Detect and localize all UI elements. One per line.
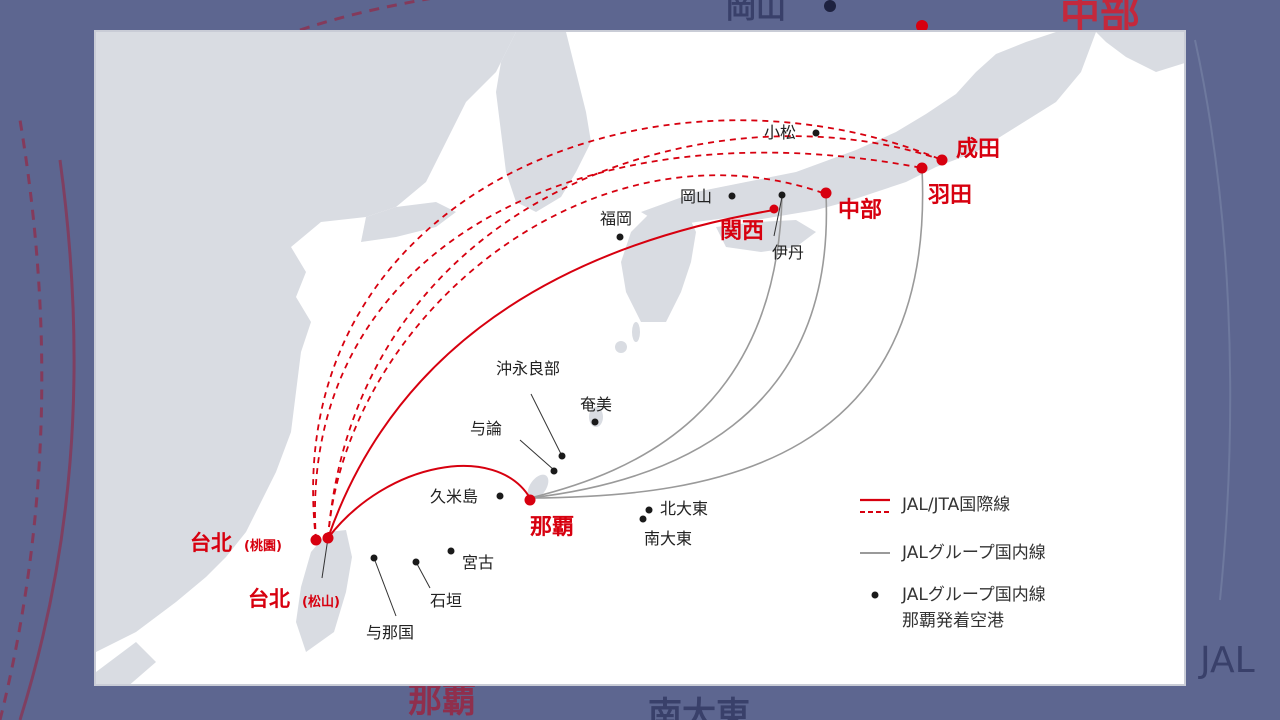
route-taipei-chubu (327, 174, 827, 539)
route-map: 成田 羽田 中部 関西 那覇 台北 (桃園) 台北 (松山) 小松 岡山 福岡 … (96, 32, 1184, 684)
naha-label: 那覇 (530, 515, 574, 540)
legend-dot-swatch (858, 582, 892, 602)
songshan-dot (322, 532, 334, 544)
kumejima-dot (496, 492, 504, 500)
korean-peninsula (496, 32, 591, 212)
okayama-label: 岡山 (680, 187, 712, 206)
naha-dot (524, 494, 536, 506)
leader-lines (321, 196, 783, 617)
kansai-label: 関西 (720, 219, 764, 244)
chubu-label: 中部 (838, 197, 882, 223)
route-taoyuan-narita (312, 119, 943, 541)
legend-naha-airports-label: JALグループ国内線 那覇発着空港 (902, 585, 1046, 631)
international-routes (312, 119, 943, 541)
domestic-routes (529, 167, 924, 499)
komatsu-label: 小松 (764, 123, 796, 142)
komatsu-dot (812, 129, 820, 137)
amami-dot (591, 418, 599, 426)
taoyuan-dot (310, 534, 322, 546)
hokkaido (1096, 32, 1184, 72)
legend-international-label: JAL/JTA国際線 (902, 495, 1011, 515)
kitadaito-label: 北大東 (660, 499, 708, 518)
hainan-coast (96, 642, 156, 684)
amami-label: 奄美 (580, 395, 612, 414)
leader-yonaguni (373, 557, 397, 617)
narita-dot (936, 154, 948, 166)
leader-ishigaki (415, 561, 431, 589)
kitadaito-dot (645, 506, 653, 514)
bg-minamidaito-label: 南大東 (648, 695, 750, 720)
legend-international: JAL/JTA国際線 (858, 492, 1010, 518)
bg-route-solid (18, 159, 76, 720)
bg-okayama-dot (824, 0, 836, 12)
yonaguni-dot (370, 554, 378, 562)
taoyuan-note: (桃園) (244, 538, 282, 554)
route-taipei-kansai (327, 209, 775, 539)
legend-domestic-label: JALグループ国内線 (902, 543, 1046, 563)
yakushima (615, 341, 627, 353)
shandong-peninsula (361, 202, 456, 242)
leader-okinoerabu (530, 393, 563, 457)
fukuoka-dot (616, 233, 624, 241)
bg-brand-text: JAL (1198, 640, 1255, 681)
route-naha-haneda (529, 167, 924, 499)
bg-route-right (1194, 39, 1232, 601)
legend-domestic: JALグループ国内線 (858, 540, 1046, 566)
haneda-label: 羽田 (928, 183, 972, 208)
hub-airports (310, 154, 948, 546)
naha-domestic-airports (370, 129, 820, 566)
route-naha-itami (529, 196, 783, 499)
kyushu (621, 210, 696, 322)
bg-okayama-label: 岡山 (726, 0, 786, 26)
bg-chubu-dot (916, 20, 928, 32)
yoron-dot (550, 467, 558, 475)
haneda-dot (916, 162, 928, 174)
itami-dot (778, 191, 786, 199)
honshu (641, 32, 1096, 227)
land-masses (96, 32, 1184, 684)
tanegashima (632, 322, 640, 342)
bg-naha-label: 那覇 (408, 681, 476, 720)
okayama-dot (728, 192, 736, 200)
taiwan (296, 530, 352, 652)
miyako-dot (447, 547, 455, 555)
songshan-label: 台北 (248, 587, 290, 611)
okinoerabu-dot (558, 452, 566, 460)
yoron-label: 与論 (470, 419, 502, 438)
minamidaito-dot (639, 515, 647, 523)
ishigaki-dot (412, 558, 420, 566)
route-map-modal: 成田 羽田 中部 関西 那覇 台北 (桃園) 台北 (松山) 小松 岡山 福岡 … (94, 30, 1186, 686)
fukuoka-label: 福岡 (600, 209, 632, 228)
kumejima-label: 久米島 (430, 487, 478, 506)
leader-yoron (519, 439, 555, 471)
ishigaki-label: 石垣 (430, 591, 462, 610)
legend-domestic-swatch (858, 540, 892, 560)
legend-international-swatch (858, 492, 892, 513)
shikoku (716, 220, 816, 252)
narita-label: 成田 (956, 137, 1000, 162)
yonaguni-label: 与那国 (366, 623, 414, 642)
hub-labels: 成田 羽田 中部 関西 那覇 台北 (桃園) 台北 (松山) (190, 137, 1000, 611)
okinawa-island (527, 474, 549, 500)
kansai-dot (769, 204, 779, 214)
okinoerabu-label: 沖永良部 (496, 359, 560, 378)
miyako-label: 宮古 (462, 553, 494, 572)
leader-songshan (321, 537, 329, 579)
route-taoyuan-haneda (314, 151, 923, 541)
route-taipei-naha (327, 465, 531, 539)
legend-naha-airports: JALグループ国内線 那覇発着空港 (858, 582, 1046, 634)
chubu-dot (820, 187, 832, 199)
china-mainland (96, 32, 516, 652)
domestic-labels: 小松 岡山 福岡 伊丹 沖永良部 奄美 与論 久米島 北大東 南大東 宮古 石垣… (366, 123, 804, 642)
songshan-note: (松山) (302, 594, 340, 610)
itami-label: 伊丹 (772, 243, 804, 262)
bg-route-top (299, 0, 431, 32)
route-naha-chubu (529, 193, 828, 499)
bg-route-dashed (0, 119, 44, 720)
taoyuan-label: 台北 (190, 531, 232, 555)
minamidaito-label: 南大東 (644, 529, 692, 548)
leader-itami (773, 196, 783, 237)
